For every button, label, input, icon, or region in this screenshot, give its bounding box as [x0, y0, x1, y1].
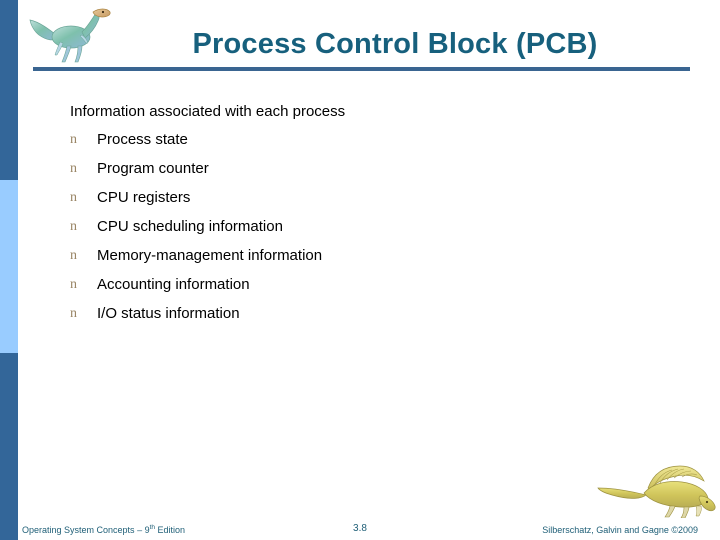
list-item-label: Accounting information [97, 276, 250, 293]
sidebar-segment-light-middle [0, 180, 18, 353]
body-lead-line: Information associated with each process [70, 103, 346, 120]
footer-left-ordinal-suffix: th [149, 524, 155, 531]
list-item: n CPU scheduling information [70, 217, 690, 237]
square-bullet-icon: n [70, 306, 77, 321]
square-bullet-icon: n [70, 161, 77, 176]
list-item-label: I/O status information [97, 305, 240, 322]
list-item-label: Program counter [97, 160, 209, 177]
footer-copyright: Silberschatz, Galvin and Gagne ©2009 [542, 525, 698, 535]
list-item: n Accounting information [70, 275, 690, 295]
sidebar-segment-dark-top [0, 0, 18, 180]
list-item-label: CPU registers [97, 189, 191, 206]
square-bullet-icon: n [70, 277, 77, 292]
square-bullet-icon: n [70, 248, 77, 263]
list-item-label: CPU scheduling information [97, 218, 283, 235]
slide-title: Process Control Block (PCB) [192, 28, 598, 60]
list-item: n I/O status information [70, 304, 690, 324]
footer-left-suffix: Edition [155, 525, 186, 535]
list-item: n Program counter [70, 159, 690, 179]
sidebar-segment-dark-bottom [0, 353, 18, 540]
bullet-list: n Process state n Program counter n CPU … [70, 130, 690, 324]
slide-body: Information associated with each process… [70, 102, 690, 333]
square-bullet-icon: n [70, 219, 77, 234]
square-bullet-icon: n [70, 190, 77, 205]
list-item: n CPU registers [70, 188, 690, 208]
footer-left-text: Operating System Concepts – 9th Edition [22, 524, 185, 536]
slide-page-number: 3.8 [353, 523, 367, 534]
list-item: n Process state [70, 130, 690, 150]
list-item-label: Memory-management information [97, 247, 323, 264]
list-item: n Memory-management information [70, 246, 690, 266]
spinosaurus-icon [597, 465, 716, 518]
left-sidebar [0, 0, 18, 540]
square-bullet-icon: n [70, 132, 77, 147]
title-underline-rule [33, 67, 690, 71]
plateosaurus-icon [29, 8, 111, 63]
list-item-label: Process state [97, 131, 188, 148]
footer-left-edition-number: – 9 [137, 525, 150, 535]
footer-left-prefix: Operating System Concepts [22, 525, 138, 535]
